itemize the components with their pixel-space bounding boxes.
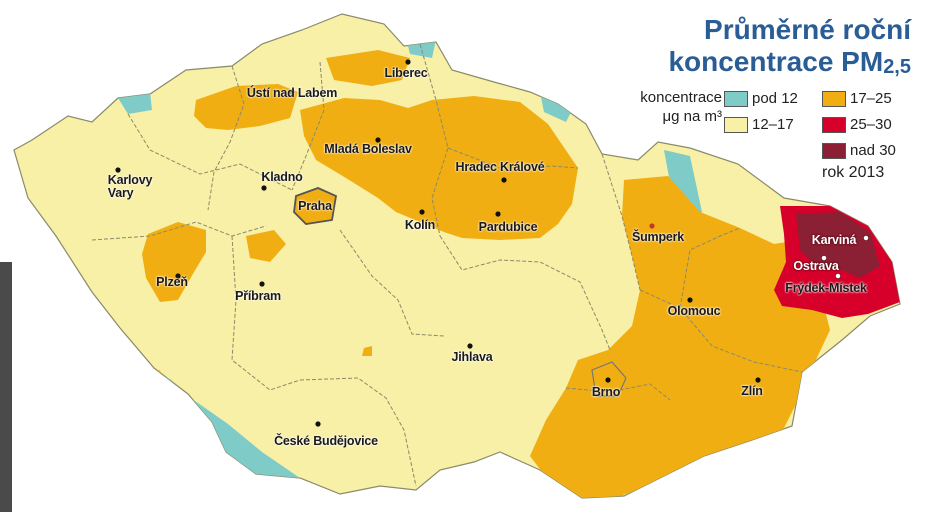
city-label: Zlín <box>741 384 763 398</box>
city-label: Brno <box>591 385 621 399</box>
city-label: Šumperk <box>631 230 685 244</box>
city-label: Pardubice <box>478 220 538 234</box>
legend-label: pod 12 <box>752 90 798 107</box>
legend-label: nad 30 <box>850 142 896 159</box>
legend-swatch <box>724 90 748 107</box>
legend-swatch <box>822 90 846 107</box>
legend-swatch <box>822 142 846 159</box>
city-label: Plzeň <box>156 275 188 289</box>
city-label: Příbram <box>235 289 281 303</box>
zone-17-25 <box>142 50 830 498</box>
legend-year: rok 2013 <box>822 164 885 181</box>
city-label: Liberec <box>384 66 428 80</box>
legend-unit-line-2: μg na m³ <box>662 108 723 125</box>
left-edge-strip <box>0 262 12 512</box>
city-label: Olomouc <box>667 304 721 318</box>
legend-item-nad-30: nad 30 <box>822 142 896 159</box>
legend-item-25-30: 25–30 <box>822 116 892 133</box>
city-label: Kladno <box>261 170 303 184</box>
city-label: Karviná <box>811 233 857 247</box>
legend-swatch <box>822 116 846 133</box>
city-label: České Budějovice <box>274 434 378 448</box>
legend-label: 25–30 <box>850 116 892 133</box>
city-label: Karlovy Vary <box>107 173 153 200</box>
brno-border <box>591 361 627 397</box>
praha-border <box>293 187 338 225</box>
legend: koncentrace μg na m³ pod 12 12–17 17–25 … <box>618 88 918 188</box>
legend-unit-line-1: koncentrace <box>640 89 722 106</box>
legend-unit: koncentrace μg na m³ <box>618 88 722 126</box>
city-label: Mladá Boleslav <box>324 142 412 156</box>
title-line-2: koncentrace PM2,5 <box>668 46 911 78</box>
legend-item-17-25: 17–25 <box>822 90 892 107</box>
legend-label: 12–17 <box>752 116 794 133</box>
title-line-1: Průměrné roční <box>704 14 911 45</box>
city-label: Ostrava <box>793 259 839 273</box>
region-borders <box>91 43 803 487</box>
city-dots <box>115 59 761 427</box>
city-label: Frýdek-Místek <box>785 281 867 295</box>
city-label: Jihlava <box>451 350 493 364</box>
legend-item-12-17: 12–17 <box>724 116 794 133</box>
city-label: Ústí nad Labem <box>246 86 338 100</box>
city-dots-light <box>821 235 869 279</box>
legend-label: 17–25 <box>850 90 892 107</box>
legend-swatch <box>724 116 748 133</box>
city-label: Kolín <box>404 218 436 232</box>
map-title: Průměrné roční koncentrace PM2,5 <box>668 14 911 83</box>
city-label: Hradec Králové <box>455 160 545 174</box>
zone-nad-30 <box>796 212 880 278</box>
legend-item-pod-12: pod 12 <box>724 90 798 107</box>
city-label: Praha <box>298 199 332 213</box>
title-subscript: 2,5 <box>883 56 911 78</box>
